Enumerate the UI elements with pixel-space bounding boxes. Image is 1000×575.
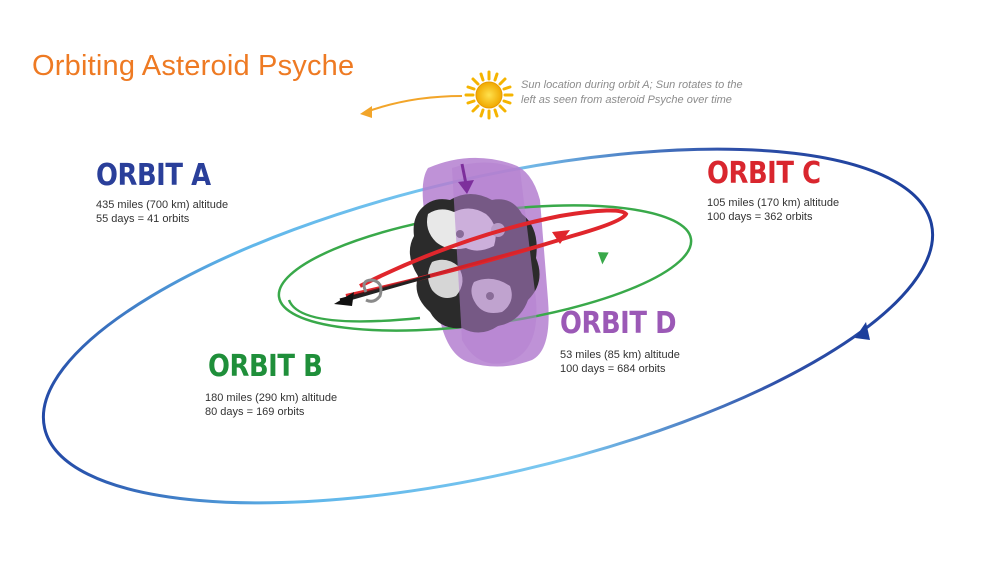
orbit-d-altitude: 53 miles (85 km) altitude: [560, 349, 680, 361]
orbit-a-altitude: 435 miles (700 km) altitude: [96, 199, 229, 211]
page-title: Orbiting Asteroid Psyche: [32, 50, 355, 82]
orbit-a-name: ORBIT A: [96, 158, 211, 193]
orbit-b-duration: 80 days = 169 orbits: [205, 406, 305, 418]
orbit-c-duration: 100 days = 362 orbits: [707, 211, 813, 223]
sun-note-line1: Sun location during orbit A; Sun rotates…: [521, 79, 743, 91]
orbit-d-detail: 53 miles (85 km) altitude 100 days = 684…: [560, 348, 680, 376]
orbit-c-detail: 105 miles (170 km) altitude 100 days = 3…: [707, 196, 839, 224]
orbit-c-direction-arrow-icon: [552, 230, 570, 244]
orbit-b-altitude: 180 miles (290 km) altitude: [205, 392, 338, 404]
orbit-b-front: [287, 299, 421, 323]
orbit-d-duration: 100 days = 684 orbits: [560, 363, 666, 375]
orbit-a-duration: 55 days = 41 orbits: [96, 213, 190, 225]
orbit-b-detail: 180 miles (290 km) altitude 80 days = 16…: [205, 391, 337, 419]
orbit-a-detail: 435 miles (700 km) altitude 55 days = 41…: [96, 198, 228, 226]
sun-icon: [464, 70, 514, 120]
orbit-c-name: ORBIT C: [707, 156, 821, 191]
sun-note-line2: left as seen from asteroid Psyche over t…: [521, 94, 732, 106]
orbit-c-altitude: 105 miles (170 km) altitude: [707, 197, 840, 209]
rotation-icon: [362, 278, 383, 303]
sun-note: Sun location during orbit A; Sun rotates…: [521, 78, 781, 108]
orbit-d-direction-arrow-icon: [458, 163, 474, 194]
sun-direction-arrow: [360, 95, 463, 118]
orbit-a-direction-arrow-icon: [855, 322, 870, 340]
rotation-axis-arrow: [334, 274, 431, 306]
orbit-d-name: ORBIT D: [560, 306, 677, 341]
direction-arrow-icon: [360, 106, 372, 118]
orbit-b-name: ORBIT B: [208, 349, 323, 384]
orbit-b-direction-arrow-icon: [597, 252, 609, 265]
asteroid-psyche: [409, 162, 540, 364]
